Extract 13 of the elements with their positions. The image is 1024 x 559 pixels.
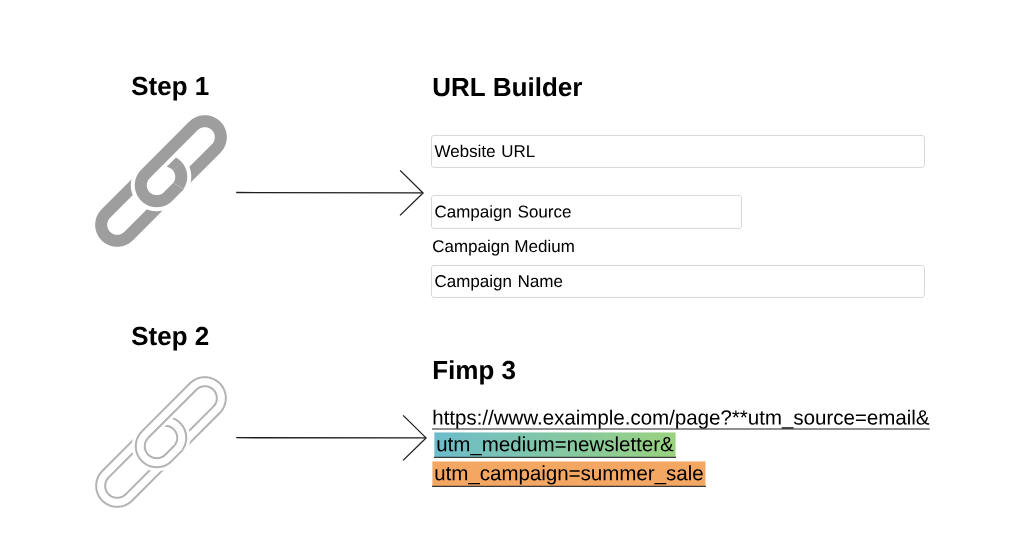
input-field: Website URL [431, 135, 925, 168]
highlighted-url-part: utm_campaign=summer_sale [431, 465, 707, 487]
url-text: https://www.exaimple.com/page?**utm_source=email& [431, 409, 931, 430]
step-heading: Step 2 [131, 326, 209, 351]
field-label: Campaign Medium [433, 239, 574, 256]
input-field: Campaign Source [431, 195, 742, 229]
highlighted-url-part: utm_medium=newsletter& [433, 436, 677, 458]
step-heading: Step 1 [131, 76, 209, 101]
section-heading: URL Builder [433, 77, 582, 97]
arrow [235, 169, 424, 217]
section-heading: Fimp 3 [433, 360, 516, 385]
input-field: Campaign Name [431, 265, 925, 298]
arrow [235, 414, 427, 462]
